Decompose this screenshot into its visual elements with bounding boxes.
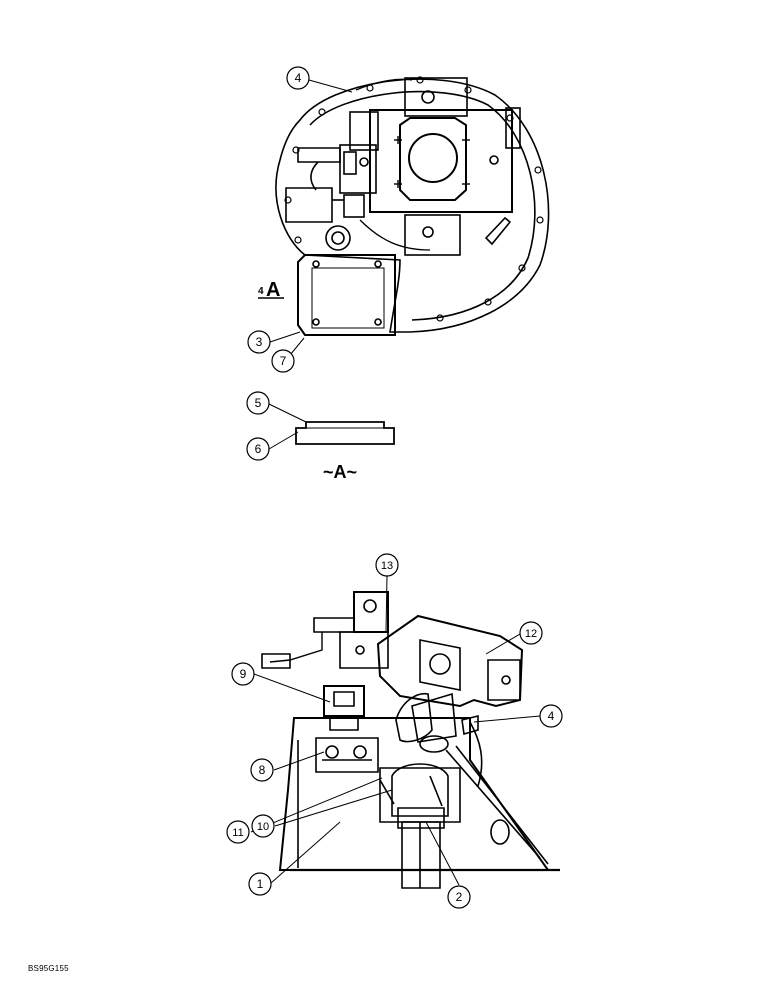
callout-1: 1 <box>257 877 264 891</box>
pump-upper-block <box>404 77 468 117</box>
callout-6: 6 <box>255 442 262 456</box>
top-view-pump-assembly <box>275 76 550 336</box>
leader-lines <box>250 79 541 886</box>
callout-4-top: 4 <box>295 71 302 85</box>
callout-3: 3 <box>256 335 263 349</box>
figure-id: BS95G155 <box>28 964 69 973</box>
callout-4-bottom: 4 <box>548 709 555 723</box>
callout-numbers: 4 3 7 5 6 13 12 9 4 8 11 10 1 2 <box>232 71 554 904</box>
coupling <box>379 767 461 823</box>
callout-circles <box>226 66 563 909</box>
flywheel-housing-outline <box>275 78 550 333</box>
housing-bolt-holes <box>284 76 544 322</box>
callout-2: 2 <box>456 890 463 904</box>
fitting-block <box>323 685 365 717</box>
callout-7: 7 <box>280 354 287 368</box>
drive-shaft <box>401 821 441 889</box>
pump-main-body <box>369 109 513 213</box>
callout-8: 8 <box>259 763 266 777</box>
regulator-block <box>339 144 377 194</box>
callout-13: 13 <box>381 560 393 572</box>
gasket <box>295 421 395 445</box>
fitting-top <box>325 225 351 251</box>
view-ref-number: 4 <box>258 286 264 297</box>
pump-main-body-tilted <box>376 614 524 708</box>
callout-11: 11 <box>232 827 243 839</box>
callout-9: 9 <box>240 667 247 681</box>
cover-plate <box>297 254 396 336</box>
view-ref-letter: A <box>266 279 280 301</box>
pump-mounting-flange <box>399 117 467 201</box>
callout-12: 12 <box>525 628 537 640</box>
callout-5: 5 <box>255 396 262 410</box>
pump-port <box>408 133 458 183</box>
bearing <box>315 737 379 773</box>
detail-view-label: ~A~ <box>323 462 357 482</box>
bottom-view-pump-drive <box>261 591 560 889</box>
view-ref-marker: 4 A <box>258 279 284 301</box>
callout-10: 10 <box>257 821 269 833</box>
detail-view-a <box>295 421 395 445</box>
